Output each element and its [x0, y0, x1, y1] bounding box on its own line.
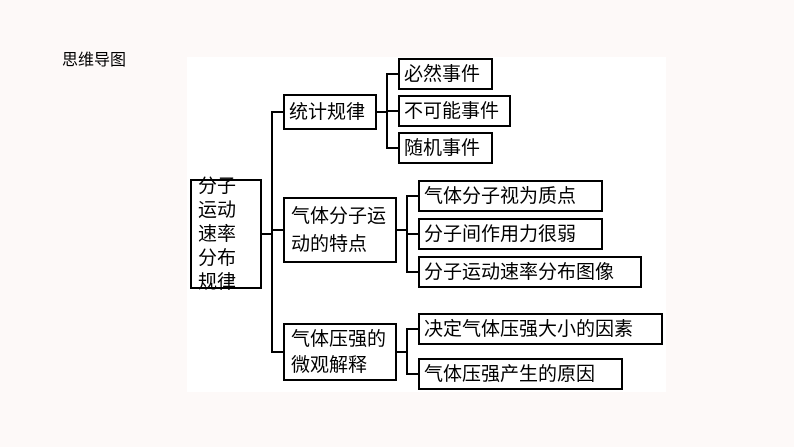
leaf-node: 气体分子视为质点: [418, 180, 603, 212]
connector: [271, 111, 273, 351]
branch-node-pressure: 气体压强的微观解释: [283, 323, 397, 381]
connector: [271, 111, 283, 113]
connector: [386, 73, 398, 75]
connector: [406, 271, 418, 273]
connector: [406, 328, 408, 374]
leaf-node: 随机事件: [398, 132, 493, 164]
connector: [271, 229, 283, 231]
connector: [397, 351, 408, 353]
branch-node-statistics: 统计规律: [283, 94, 377, 130]
connector: [406, 195, 418, 197]
connector: [397, 229, 408, 231]
page-title: 思维导图: [62, 50, 127, 69]
connector: [406, 373, 418, 375]
leaf-node: 必然事件: [398, 58, 493, 90]
connector: [406, 233, 418, 235]
connector: [386, 147, 398, 149]
leaf-node: 气体压强产生的原因: [418, 358, 623, 390]
leaf-node: 分子间作用力很弱: [418, 218, 603, 250]
connector: [386, 110, 398, 112]
leaf-node: 决定气体压强大小的因素: [418, 313, 663, 345]
branch-node-motion-features: 气体分子运动的特点: [283, 197, 397, 263]
connector: [406, 328, 418, 330]
leaf-node: 不可能事件: [398, 95, 511, 127]
root-node: 分子运动速率分布规律: [190, 175, 262, 293]
connector: [271, 351, 283, 353]
connector: [262, 233, 273, 235]
connector: [377, 111, 388, 113]
leaf-node: 分子运动速率分布图像: [418, 256, 642, 288]
